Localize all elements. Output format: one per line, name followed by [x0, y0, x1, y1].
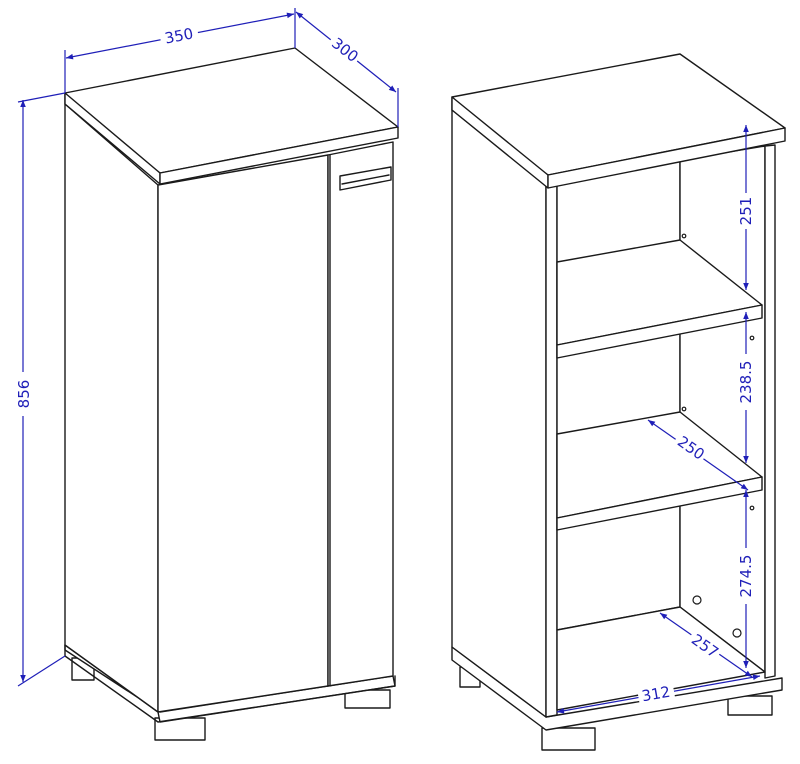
- foot-right: [727, 695, 773, 716]
- door-left: [157, 154, 329, 713]
- side-panel-left: [451, 109, 547, 718]
- dim-upper-gap-label: 251: [737, 197, 755, 226]
- dim-lower-gap-label: 274.5: [737, 555, 755, 598]
- side-panel-right: [764, 144, 776, 679]
- dim-inner-width-label: 312: [640, 683, 671, 706]
- top-side-edge: [547, 127, 786, 189]
- top-side-edge: [159, 126, 399, 185]
- closed-cabinet: [64, 47, 399, 741]
- door-handle: [339, 166, 392, 191]
- back-wall: [556, 159, 681, 631]
- shelf-lower-front: [556, 476, 763, 531]
- door-right: [327, 141, 394, 687]
- cable-hole-bottom: [732, 628, 742, 638]
- foot-front-right: [344, 689, 391, 709]
- open-cabinet: [451, 53, 786, 751]
- shelf-upper-front: [556, 304, 763, 359]
- side-panel: [64, 103, 159, 713]
- dim-width-label: 350: [163, 24, 195, 47]
- dim-height-label: 856: [15, 380, 33, 409]
- foot-front: [541, 727, 596, 751]
- cable-hole-top: [692, 595, 702, 605]
- plinth: [64, 644, 396, 723]
- dim-middle-gap-label: 238.5: [737, 361, 755, 404]
- left-side-front-edge: [545, 182, 558, 718]
